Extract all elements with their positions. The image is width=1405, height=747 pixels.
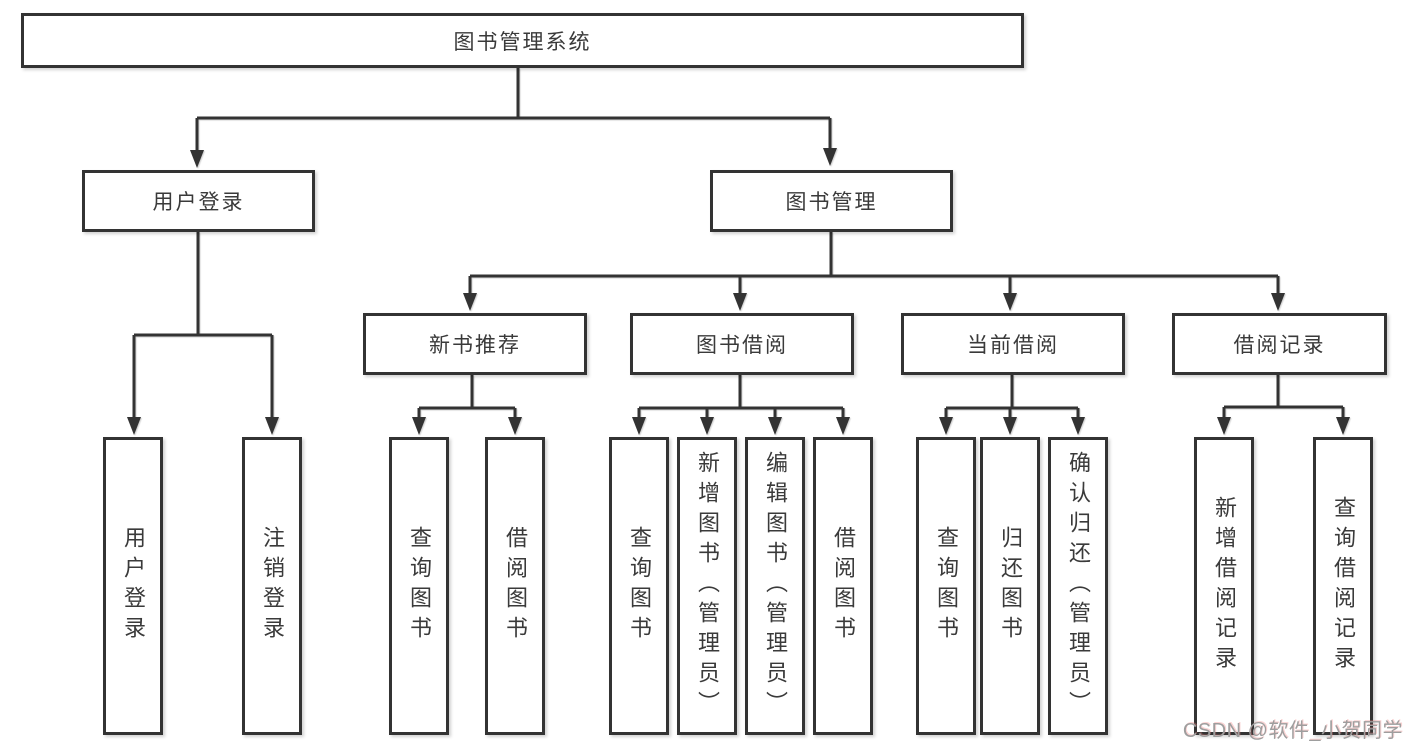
arrow-down-icon: [1336, 417, 1350, 435]
node-book-borrow: 图书借阅: [630, 313, 854, 375]
node-label: 用户登录: [152, 191, 245, 214]
node-query-books-3: 查询图书: [916, 437, 976, 735]
node-confirm-return-admin: 确认归还（管理员）: [1048, 437, 1108, 735]
node-borrow-records: 借阅记录: [1172, 313, 1387, 375]
arrow-down-icon: [265, 417, 279, 435]
node-label: 借阅图书: [831, 526, 856, 646]
node-borrow-books-1: 借阅图书: [485, 437, 545, 735]
node-book-management: 图书管理: [710, 170, 953, 232]
node-label: 借阅记录: [1233, 334, 1326, 357]
node-query-books-2: 查询图书: [609, 437, 669, 735]
node-label: 新增图书（管理员）: [695, 451, 720, 721]
arrow-down-icon: [939, 417, 953, 435]
csdn-watermark: CSDN @软件_小贺同学: [1182, 720, 1403, 742]
arrow-down-icon: [1217, 417, 1231, 435]
node-label: 新书推荐: [429, 334, 521, 357]
arrow-down-icon: [463, 293, 477, 311]
node-current-borrow: 当前借阅: [901, 313, 1125, 375]
node-label: 图书借阅: [696, 334, 788, 357]
arrow-down-icon: [127, 417, 141, 435]
node-root-library-system: 图书管理系统: [21, 13, 1024, 68]
node-user-login: 用户登录: [82, 170, 315, 232]
node-label: 图书管理: [785, 191, 878, 214]
node-logout: 注销登录: [242, 437, 302, 735]
node-label: 查询图书: [627, 526, 652, 646]
arrow-down-icon: [1271, 293, 1285, 311]
node-label: 查询图书: [407, 526, 432, 646]
arrow-down-icon: [412, 417, 426, 435]
node-add-books-admin: 新增图书（管理员）: [677, 437, 737, 735]
node-user-login-leaf: 用户登录: [103, 437, 163, 735]
arrow-down-icon: [836, 417, 850, 435]
arrow-down-icon: [508, 417, 522, 435]
arrow-down-icon: [632, 417, 646, 435]
arrow-down-icon: [700, 417, 714, 435]
node-edit-books-admin: 编辑图书（管理员）: [745, 437, 805, 735]
arrow-down-icon: [733, 293, 747, 311]
node-label: 当前借阅: [967, 334, 1059, 357]
node-new-book-recommend: 新书推荐: [363, 313, 587, 375]
node-label: 确认归还（管理员）: [1066, 451, 1091, 721]
arrow-down-icon: [190, 150, 204, 168]
node-label: 用户登录: [121, 526, 146, 646]
arrow-down-icon: [768, 417, 782, 435]
arrow-down-icon: [1003, 293, 1017, 311]
node-label: 查询借阅记录: [1331, 496, 1356, 676]
node-label: 图书管理系统: [453, 30, 592, 54]
node-add-borrow-record: 新增借阅记录: [1194, 437, 1254, 735]
arrow-down-icon: [1071, 417, 1085, 435]
arrow-down-icon: [823, 148, 837, 166]
node-label: 借阅图书: [503, 526, 528, 646]
node-label: 归还图书: [998, 526, 1023, 646]
node-label: 编辑图书（管理员）: [763, 451, 788, 721]
node-label: 注销登录: [260, 526, 285, 646]
node-query-borrow-record: 查询借阅记录: [1313, 437, 1373, 735]
node-query-books-1: 查询图书: [389, 437, 449, 735]
node-label: 新增借阅记录: [1212, 496, 1237, 676]
node-return-books: 归还图书: [980, 437, 1040, 735]
node-borrow-books-2: 借阅图书: [813, 437, 873, 735]
arrow-down-icon: [1003, 417, 1017, 435]
node-label: 查询图书: [934, 526, 959, 646]
